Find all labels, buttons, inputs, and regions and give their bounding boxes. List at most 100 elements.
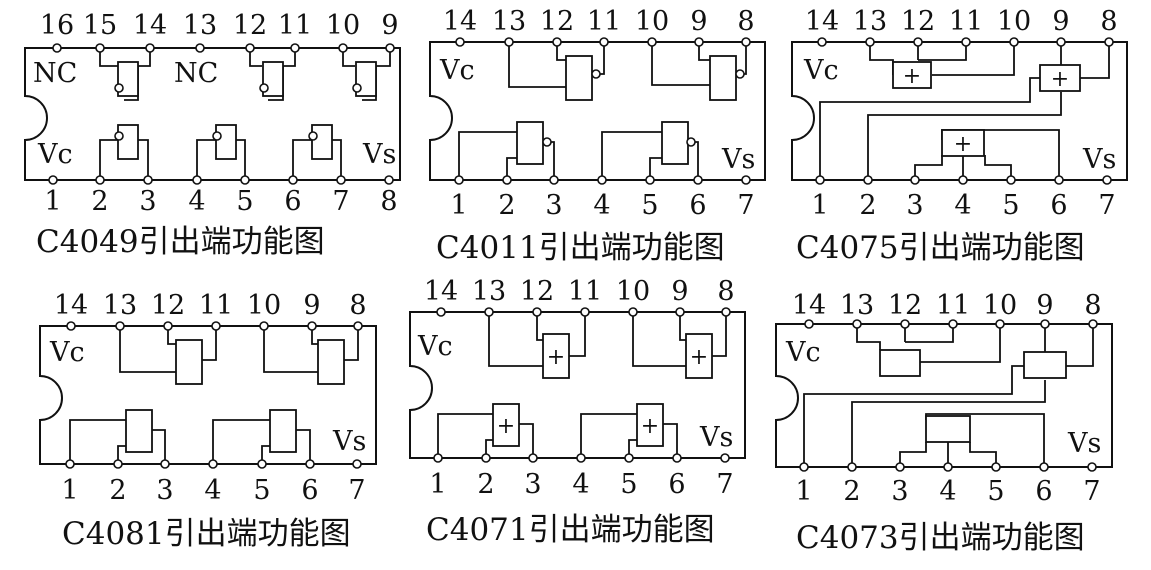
vss-label: Vs xyxy=(1082,144,1116,175)
top-pin-number: 10 xyxy=(616,276,650,307)
chip-c4073: 14 13 12 11 10 9 8 1 2 3 4 5 6 7 Vc Vs xyxy=(775,290,1113,556)
vcc-label: Vc xyxy=(803,55,839,86)
bottom-pin-number: 4 xyxy=(939,476,956,507)
pin-dot xyxy=(799,319,1098,472)
top-pin-number: 13 xyxy=(103,290,137,321)
top-pin-number: 12 xyxy=(901,6,935,37)
vss-label: Vs xyxy=(699,422,733,453)
vss-label: Vs xyxy=(721,144,755,175)
top-pin-number: 13 xyxy=(853,6,887,37)
bottom-pin-number: 3 xyxy=(906,190,923,221)
gate-symbol: + xyxy=(547,345,565,370)
or-gate: + xyxy=(580,403,678,458)
top-pin-number: 16 xyxy=(40,10,74,41)
top-pin-number: 14 xyxy=(805,6,839,37)
top-pin-number: 8 xyxy=(1100,6,1117,37)
top-pin-number: 9 xyxy=(303,290,320,321)
top-pin-number: 14 xyxy=(443,6,477,37)
top-pin-number: 10 xyxy=(997,6,1031,37)
bottom-pin-number: 4 xyxy=(593,190,610,221)
top-pin-number: 12 xyxy=(233,10,267,41)
and-gate xyxy=(119,326,217,385)
nc-label: NC xyxy=(33,58,77,89)
and-gate xyxy=(212,409,311,464)
gate-symbol: + xyxy=(690,345,708,370)
inverter-gate xyxy=(342,48,391,101)
chip-c4071: 14 13 12 11 10 9 8 1 2 3 4 5 6 7 Vc Vs +… xyxy=(409,276,746,548)
bottom-pin-number: 7 xyxy=(348,475,365,506)
bottom-pin-number: 8 xyxy=(380,186,397,217)
chip-c4011: 14 13 12 11 10 9 8 1 2 3 4 5 6 7 Vc Vs xyxy=(429,6,766,266)
top-pin-number: 8 xyxy=(1084,290,1101,321)
vss-label: Vs xyxy=(1067,428,1101,459)
inverter-gate xyxy=(99,124,149,180)
pin-dot xyxy=(433,307,731,463)
bottom-pin-number: 3 xyxy=(156,475,173,506)
pin-dot xyxy=(454,37,751,185)
inverter-gate xyxy=(292,124,342,180)
top-pin-number: 11 xyxy=(949,6,983,37)
top-pin-number: 11 xyxy=(936,290,970,321)
top-pin-number: 10 xyxy=(983,290,1017,321)
bottom-pin-number: 2 xyxy=(859,190,876,221)
or-gate: + xyxy=(632,312,727,379)
bottom-pin-number: 7 xyxy=(737,190,754,221)
bottom-pin-number: 1 xyxy=(811,190,828,221)
top-pin-number: 12 xyxy=(520,276,554,307)
chip-c4049: 16 15 14 13 12 11 10 9 1 2 3 4 5 6 7 8 N… xyxy=(24,10,401,260)
inverter-gate xyxy=(196,124,246,180)
bottom-pin-number: 4 xyxy=(572,469,589,500)
nand-gate xyxy=(651,42,747,101)
chip-caption: C4071引出端功能图 xyxy=(426,512,715,548)
bottom-pin-number: 1 xyxy=(44,186,61,217)
top-pin-number: 14 xyxy=(133,10,167,41)
top-pin-number: 11 xyxy=(587,6,621,37)
chip-c4075: 14 13 12 11 10 9 8 1 2 3 4 5 6 7 Vc Vs +… xyxy=(791,6,1128,266)
bottom-pin-number: 5 xyxy=(620,469,637,500)
and-gate xyxy=(69,409,166,464)
gate-symbol: + xyxy=(954,132,972,157)
top-pin-number: 14 xyxy=(54,290,88,321)
top-pin-number: 10 xyxy=(635,6,669,37)
top-pin-number: 15 xyxy=(83,10,117,41)
or-gate: + xyxy=(819,42,1110,180)
top-pin-number: 10 xyxy=(326,10,360,41)
or-gate: + xyxy=(437,403,534,458)
or-gate: + xyxy=(914,129,1060,180)
gate-symbol: + xyxy=(497,414,515,439)
vcc-label: Vc xyxy=(49,337,85,368)
top-pin-number: 13 xyxy=(183,10,217,41)
bottom-pin-number: 5 xyxy=(1002,190,1019,221)
bottom-pin-number: 3 xyxy=(524,469,541,500)
chip-caption: C4075引出端功能图 xyxy=(796,230,1085,266)
top-pin-number: 9 xyxy=(671,276,688,307)
bottom-pin-number: 3 xyxy=(891,476,908,507)
bottom-pin-number: 6 xyxy=(284,186,301,217)
bottom-pin-number: 4 xyxy=(204,475,221,506)
bottom-pin-number: 5 xyxy=(236,186,253,217)
bottom-pin-number: 7 xyxy=(332,186,349,217)
bottom-pin-number: 2 xyxy=(91,186,108,217)
top-pin-number: 13 xyxy=(472,276,506,307)
bottom-pin-number: 3 xyxy=(139,186,156,217)
bottom-pin-number: 1 xyxy=(429,469,446,500)
and-gate xyxy=(263,326,359,385)
bottom-pin-number: 6 xyxy=(1050,190,1067,221)
top-pin-number: 11 xyxy=(568,276,602,307)
top-pin-number: 9 xyxy=(1052,6,1069,37)
or-gate: + xyxy=(488,312,586,379)
or-gate: + xyxy=(869,42,1015,89)
bottom-pin-number: 5 xyxy=(987,476,1004,507)
inverter-gate xyxy=(99,48,151,101)
top-pin-number: 13 xyxy=(840,290,874,321)
top-pin-number: 11 xyxy=(199,290,233,321)
bottom-pin-number: 6 xyxy=(689,190,706,221)
top-pin-number: 8 xyxy=(717,276,734,307)
bottom-pin-number: 1 xyxy=(450,190,467,221)
pin-dot xyxy=(48,43,395,185)
bottom-pin-number: 7 xyxy=(1083,476,1100,507)
nand-gate xyxy=(458,121,555,180)
top-pin-number: 14 xyxy=(792,290,826,321)
chip-caption: C4049引出端功能图 xyxy=(36,224,325,260)
bottom-pin-number: 2 xyxy=(498,190,515,221)
